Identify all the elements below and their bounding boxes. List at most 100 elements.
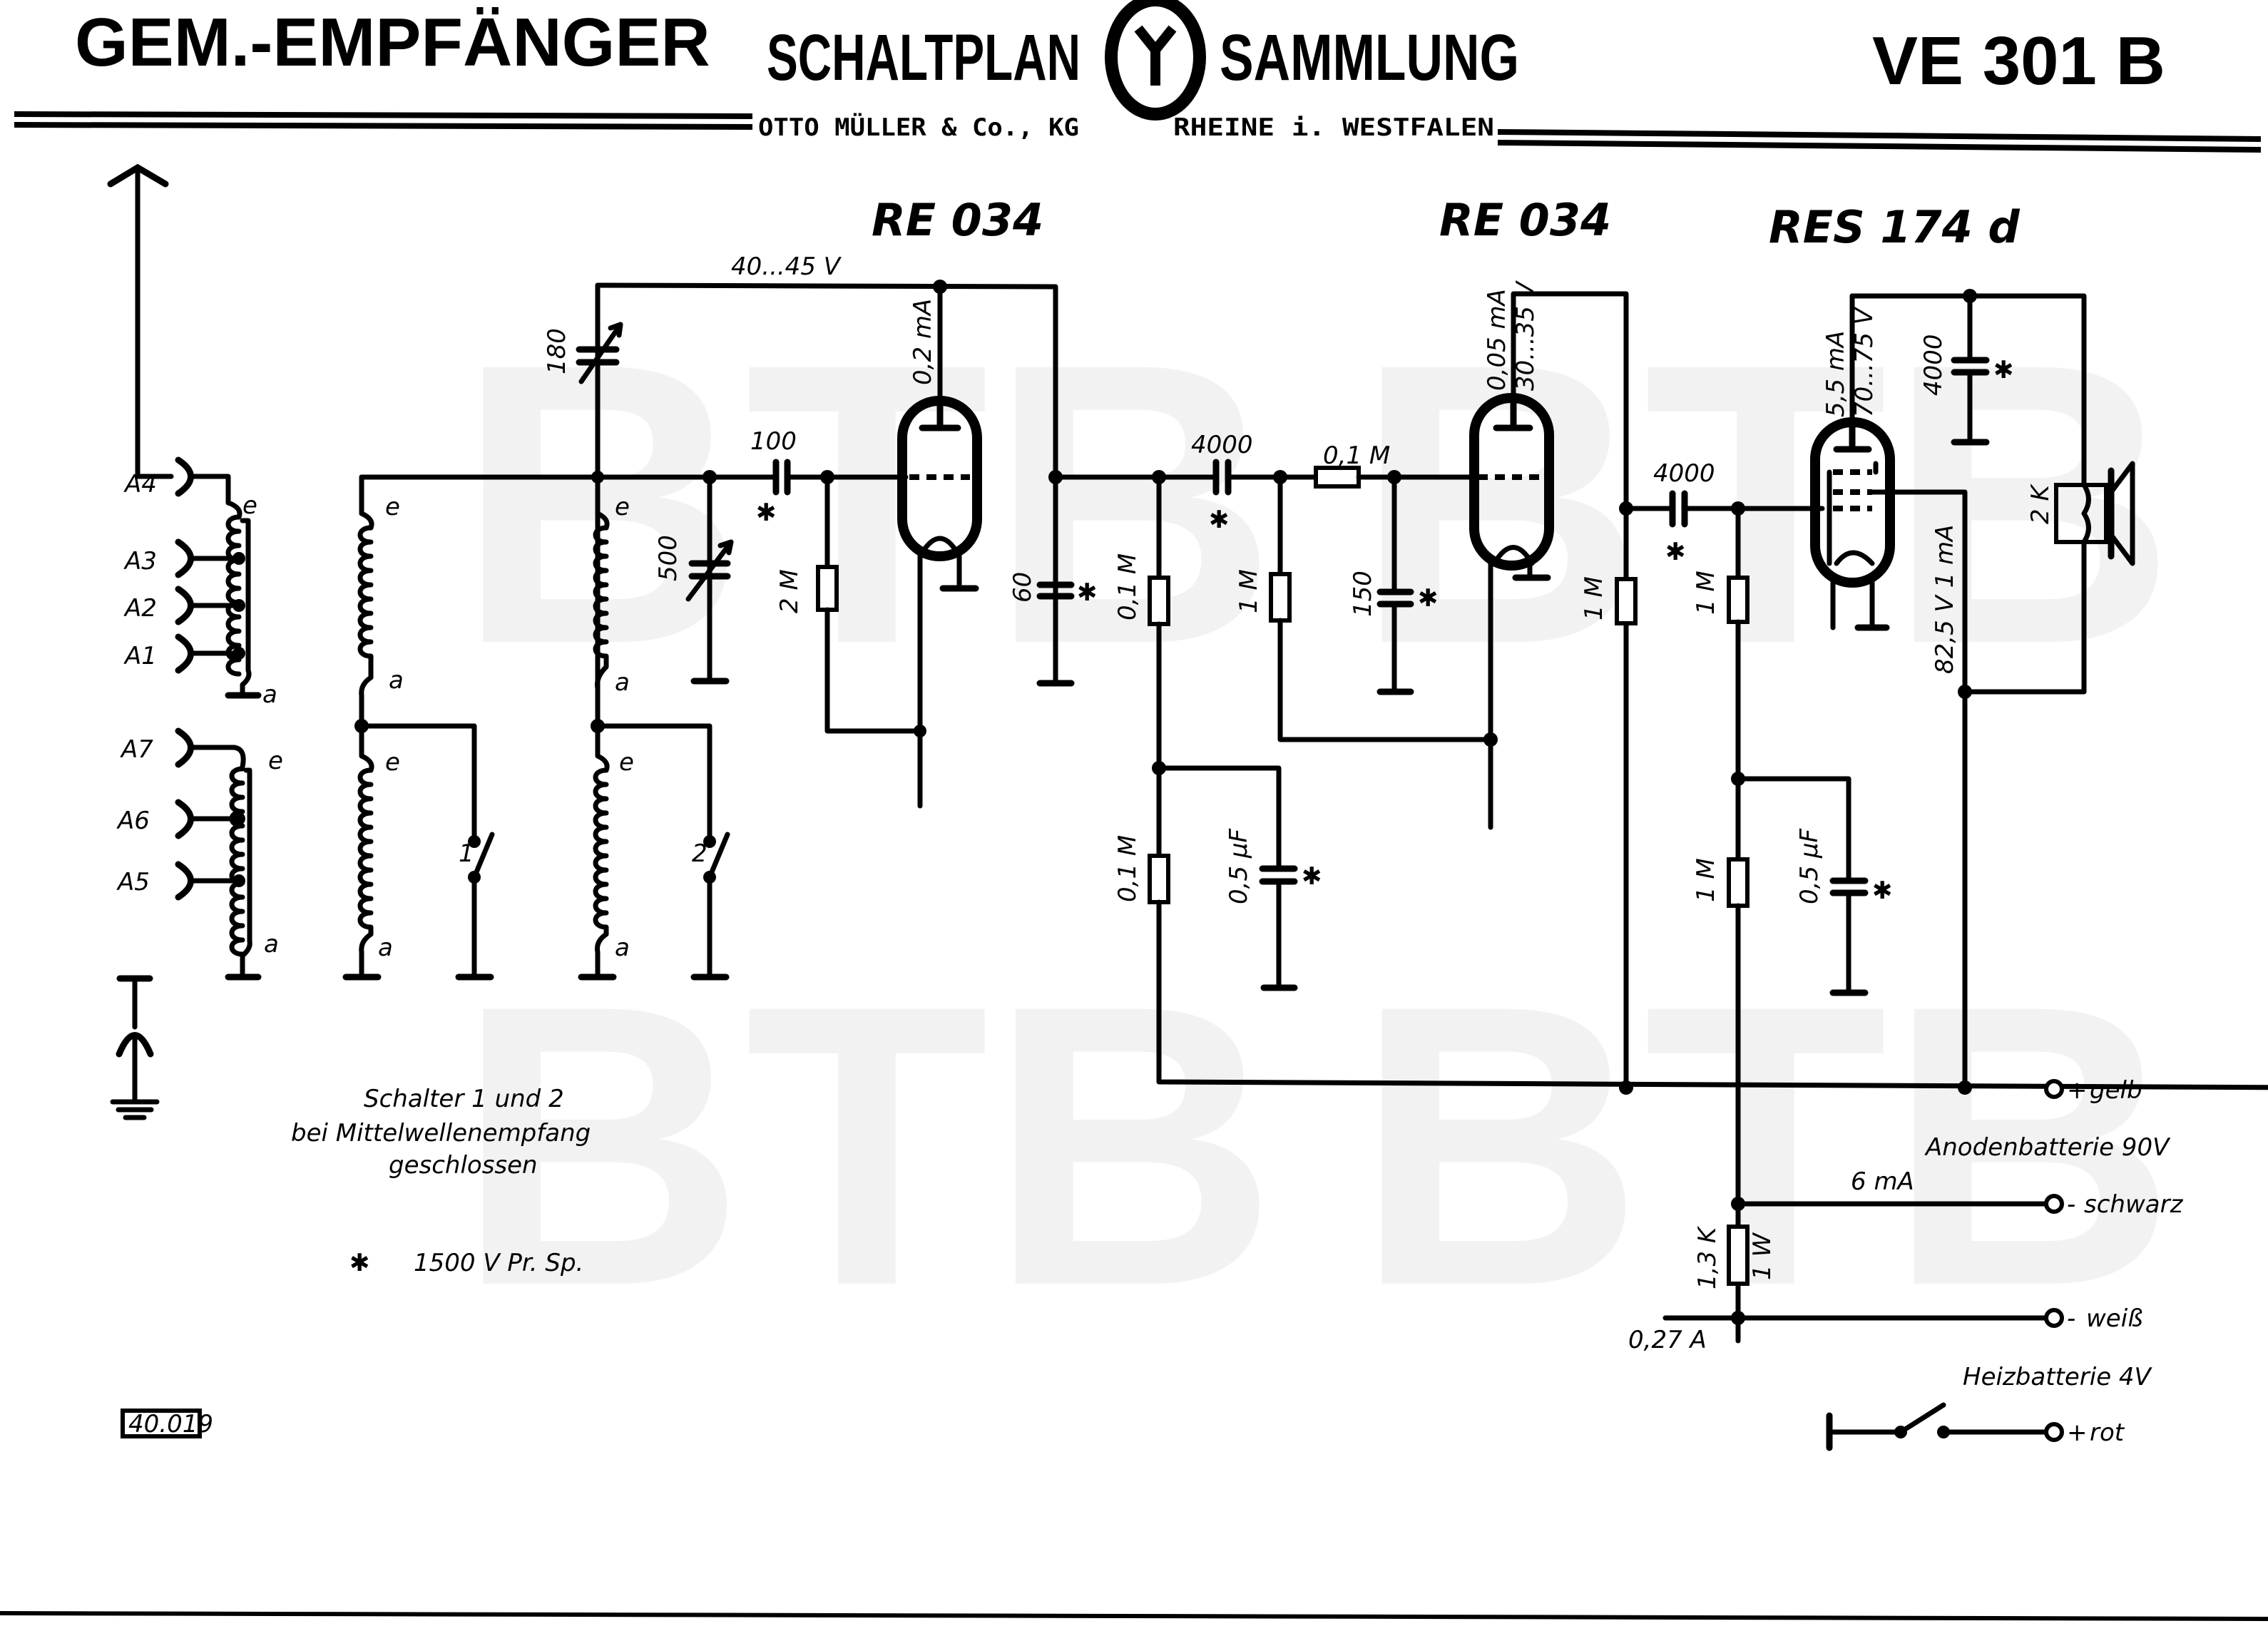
capacitor-value: 150 [1349, 571, 1377, 617]
tap-label-a7: A7 [120, 735, 153, 764]
terminal-weiss[interactable] [2044, 1308, 2064, 1328]
page-title: GEM.-EMPFÄNGER [75, 4, 710, 81]
terminal-rot-sign: + [2067, 1418, 2088, 1447]
tap-label-a1: A1 [123, 642, 157, 670]
coil-icon [593, 767, 609, 980]
tube-3-current: 5,5 mA [1822, 331, 1850, 417]
capacitor-value: 4000 [1191, 431, 1253, 459]
resistor-value: 1 M [1235, 569, 1263, 613]
socket-icon [175, 586, 194, 625]
notes: Schalter 1 und 2 bei Mittelwellenempfang… [121, 1085, 591, 1438]
tuning-section: e a e a 1 180 e a [342, 282, 766, 981]
high-voltage-mark: ✱ [1418, 584, 1439, 613]
coil-end-label: a [262, 680, 277, 709]
supply-section: + gelb Anodenbatterie 90V 6 mA - schwarz… [1628, 1076, 2184, 1451]
coil-end-label: e [242, 491, 257, 520]
coil-icon [225, 514, 252, 698]
capacitor-value: 180 [543, 328, 571, 374]
screen-supply: 82,5 V 1 mA [1931, 525, 1959, 674]
heater-battery-label: Heizbatterie 4V [1963, 1363, 2153, 1391]
resistor-value: 0,1 M [1113, 553, 1142, 620]
tube-2-current: 0,05 mA [1483, 289, 1511, 391]
resistor-icon [1148, 854, 1170, 904]
tap-label-a6: A6 [116, 807, 150, 835]
anode-current: 6 mA [1851, 1167, 1914, 1196]
switch-label: 1 [459, 839, 474, 868]
tap-label-a2: A2 [123, 594, 157, 623]
star-legend-text: 1500 V Pr. Sp. [414, 1249, 583, 1277]
coil-icon [593, 525, 609, 729]
socket-icon [175, 633, 194, 674]
coil-end-label: e [619, 748, 634, 777]
high-voltage-mark: ✱ [1302, 862, 1322, 891]
stage-1: RE 034 40...45 V 100 ✱ 2 M 0,2 mA [595, 194, 1098, 809]
terminal-gelb-label: gelb [2090, 1076, 2142, 1105]
resistor-icon [1727, 1225, 1749, 1286]
tube-2-type: RE 034 [1439, 194, 1611, 246]
watermark-text: BTB [456, 922, 1277, 1369]
tap-label-a4: A4 [123, 470, 157, 499]
terminal-schwarz-sign: - [2067, 1190, 2075, 1219]
socket-icon [175, 456, 194, 497]
high-voltage-mark: ✱ [1665, 538, 1686, 566]
terminal-weiss-sign: - [2067, 1304, 2075, 1333]
tube-1-icon [897, 280, 982, 809]
coil-end-label: a [389, 666, 404, 695]
terminal-rot-label: rot [2090, 1418, 2125, 1447]
resistor-value: 0,1 M [1113, 835, 1142, 902]
capacitor-value: 4000 [1653, 459, 1715, 488]
tap-label-a3: A3 [123, 547, 157, 576]
coil-icon [229, 766, 252, 980]
drawing-number-box [121, 1409, 202, 1438]
terminal-weiss-label: weiß [2086, 1304, 2143, 1333]
anode-battery-label: Anodenbatterie 90V [1924, 1133, 2171, 1162]
resistor-icon [1269, 572, 1292, 623]
high-voltage-mark: ✱ [1872, 876, 1893, 905]
capacitor-value: 100 [750, 427, 797, 456]
tube-2-icon [1466, 291, 1629, 1090]
terminal-gelb[interactable] [2044, 1079, 2064, 1099]
switch-2-icon [690, 832, 730, 981]
coil-end-label: a [615, 668, 630, 697]
star-legend-mark: ✱ [349, 1249, 370, 1277]
heater-switch-icon [1826, 1402, 2048, 1451]
antenna-section: A4 e a A3 A2 A1 A7 e a A6 [107, 163, 283, 1120]
header: GEM.-EMPFÄNGER VE 301 B SCHALTPLAN SAMML… [14, 0, 2262, 153]
coil-end-label: e [385, 493, 400, 521]
tube-1-current: 0,2 mA [909, 299, 937, 385]
coil-icon [357, 525, 374, 729]
resistor-icon [1727, 857, 1749, 908]
resistor-icon [1615, 577, 1638, 625]
tube-3-icon [1810, 293, 1900, 631]
watermark-text: BTB [456, 280, 1277, 727]
resistor-power: 1 W [1748, 1232, 1777, 1280]
capacitor-value: 0,5 µF [1795, 828, 1824, 904]
resistor-value: 1 M [1692, 571, 1720, 615]
variable-capacitor-icon [685, 539, 734, 602]
switch-label: 2 [692, 839, 708, 868]
resistor-value: 1 M [1692, 858, 1720, 902]
coil-end-label: e [385, 748, 400, 777]
capacitor-value: 4000 [1919, 334, 1948, 396]
tube-3-voltage: 70...75 V [1850, 306, 1879, 417]
coil-end-label: e [268, 747, 283, 775]
speaker-icon [2054, 461, 2135, 566]
terminal-rot[interactable] [2044, 1422, 2064, 1442]
logo-right-text: SAMMLUNG [1220, 21, 1519, 94]
speaker-impedance: 2 K [2026, 484, 2055, 524]
ground-icon [110, 975, 160, 1120]
high-voltage-mark: ✱ [756, 499, 777, 527]
coil-end-label: a [615, 934, 630, 962]
model-number: VE 301 B [1872, 23, 2165, 99]
terminal-schwarz[interactable] [2044, 1194, 2064, 1214]
filament-current: 0,27 A [1628, 1326, 1707, 1354]
coil-end-label: e [615, 493, 630, 521]
socket-icon [175, 861, 194, 901]
terminal-gelb-sign: + [2067, 1076, 2088, 1105]
variable-capacitor-icon [576, 322, 623, 384]
tube-1-type: RE 034 [872, 194, 1043, 246]
bottom-border [0, 1611, 2268, 1621]
switch-1-icon [455, 832, 495, 981]
resistor-icon [816, 565, 839, 612]
